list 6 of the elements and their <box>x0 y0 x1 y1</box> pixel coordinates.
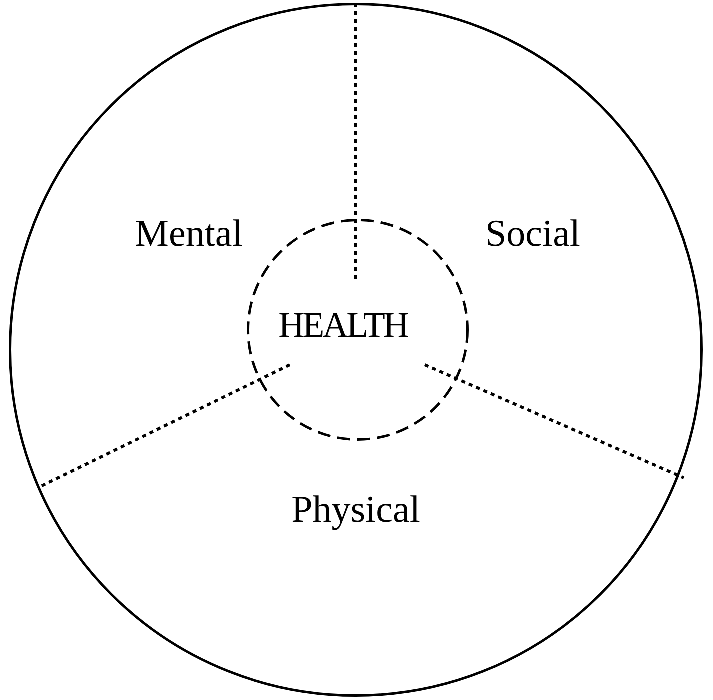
sector-label: Mental <box>135 215 243 253</box>
outer-circle <box>9 3 703 697</box>
sector-label: Social <box>486 215 580 253</box>
sector-label: Physical <box>292 491 420 529</box>
center-dashed-circle <box>247 219 469 441</box>
center-label: HEALTH <box>278 307 408 343</box>
